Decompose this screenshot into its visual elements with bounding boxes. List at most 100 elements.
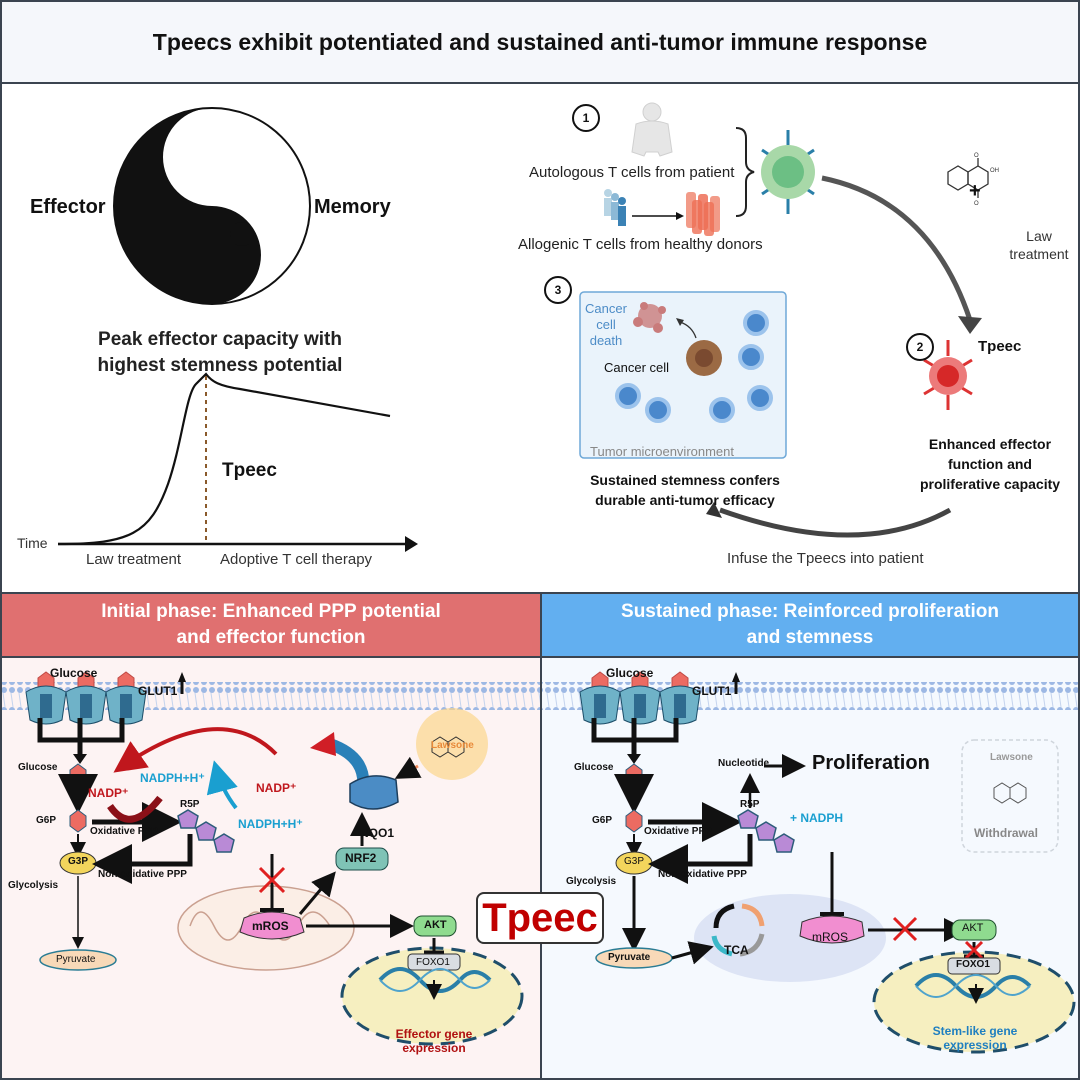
glucose-hexagon-left <box>69 763 87 785</box>
dead-cancer-cell-icon <box>633 302 666 333</box>
foxo1-node-right <box>947 957 1001 975</box>
merge-bracket <box>735 127 755 217</box>
glucose-top-label-right: Glucose <box>606 666 654 680</box>
curve-title-line2: highest stemness potential <box>97 355 343 376</box>
lawsone-label-right: Lawsone <box>990 752 1033 763</box>
curve-peak-label: Tpeec <box>222 460 277 481</box>
akt-node-right <box>951 919 997 941</box>
t-cell-group <box>615 310 773 423</box>
foxo1-label-left: FOXO1 <box>416 957 450 968</box>
pyruvate-label-left: Pyruvate <box>56 954 96 965</box>
lawsone-molecule-right <box>993 782 1027 804</box>
step2-title: Tpeec <box>978 338 1022 355</box>
initial-header-line2: and effector function <box>176 627 366 648</box>
cancer-cell-icon <box>686 340 722 376</box>
lawsone-label-left: Lawsone <box>431 740 474 751</box>
step-2-badge: 2 <box>906 333 934 361</box>
nadp-label-left: NADP⁺ <box>88 786 129 800</box>
t-cell-culture-icon <box>686 192 720 236</box>
mros-label-right: mROS <box>812 930 848 944</box>
effector-gene-line2: expression <box>402 1041 466 1055</box>
akt-node-left <box>413 915 457 937</box>
nadp-return-arrow <box>113 727 278 773</box>
effector-curve <box>57 372 418 552</box>
step2-desc-line1: Enhanced effector <box>928 436 1052 452</box>
law-label-line2: treatment <box>1009 246 1069 262</box>
g6p-hexagon-right <box>625 809 643 833</box>
law-label-line1: Law <box>1026 228 1052 244</box>
healthy-donors-icon <box>604 189 684 226</box>
step3-desc-line2: durable anti-tumor efficacy <box>595 492 775 508</box>
stem-gene-line1: Stem-like gene <box>932 1024 1018 1038</box>
step3-description: Sustained stemness confers durable anti-… <box>570 470 800 510</box>
g6p-label-right: G6P <box>592 815 613 826</box>
step2-desc-line2: function and <box>948 456 1032 472</box>
nadph-label-right: + NADPH <box>790 811 844 825</box>
glut1-label-right: GLUT1 <box>692 684 732 698</box>
proliferation-label: Proliferation <box>812 752 930 774</box>
sustained-phase-header: Sustained phase: Reinforced proliferatio… <box>542 594 1078 658</box>
non-oxidative-ppp-arrow-left <box>92 834 193 884</box>
nadph-label-right-side: NADPH+H⁺ <box>238 817 303 831</box>
mros-node-left <box>239 911 305 940</box>
step-1-badge: 1 <box>572 104 600 132</box>
infuse-label: Infuse the Tpeecs into patient <box>727 550 924 567</box>
oxidative-ppp-label-right: Oxidative PPP <box>644 826 712 837</box>
pyruvate-label-right: Pyruvate <box>608 952 651 963</box>
effector-label: Effector <box>30 196 106 218</box>
svg-text:O: O <box>974 201 979 207</box>
death-line1: Cancer <box>585 301 627 316</box>
capacity-curve <box>57 372 391 546</box>
memory-label: Memory <box>314 196 391 218</box>
lawsone-molecule-icon: O O OH <box>947 153 999 207</box>
akt-label-left: AKT <box>424 919 447 931</box>
stem-gene-line2: expression <box>943 1038 1007 1052</box>
initial-phase-header: Initial phase: Enhanced PPP potential an… <box>2 594 540 658</box>
cancer-cell-label: Cancer cell <box>604 360 670 375</box>
glucose-label-right: Glucose <box>574 762 614 773</box>
step2-desc-line3: proliferative capacity <box>919 476 1061 492</box>
step2-description: Enhanced effector function and prolifera… <box>905 434 1075 494</box>
autologous-label: Autologous T cells from patient <box>529 164 735 181</box>
akt-label-right: AKT <box>962 922 984 934</box>
glucose-uptake-arrows-left <box>37 718 125 756</box>
sustained-header-line2: and stemness <box>746 627 874 648</box>
workflow-graphics: O O OH <box>579 102 999 538</box>
glucose-top-label-left: Glucose <box>50 666 98 680</box>
stem-like-gene-expression: Stem-like gene expression <box>920 1024 1030 1052</box>
glucose-hexagon-right <box>625 763 643 785</box>
glut1-transporters-right <box>579 671 701 725</box>
curve-title-line1: Peak effector capacity with <box>98 329 342 350</box>
step-3-badge: 3 <box>544 276 572 304</box>
time-axis-arrowhead <box>405 536 418 552</box>
glut1-label-left: GLUT1 <box>138 684 178 698</box>
tca-label: TCA <box>724 943 749 957</box>
law-treatment-phase-label: Law treatment <box>86 551 182 568</box>
pathway-graphics <box>2 671 1078 1054</box>
lawsone-withdrawal-box <box>961 739 1059 853</box>
cancer-cell-death-label: Cancer cell death <box>581 301 631 349</box>
effector-gene-line1: Effector gene <box>395 1027 473 1041</box>
death-line3: death <box>589 333 623 348</box>
law-treatment-arrow <box>821 175 973 321</box>
g3p-label-left: G3P <box>68 856 89 867</box>
blocked-x-icon-akt <box>964 940 984 960</box>
nadp-label-right-side: NADP⁺ <box>256 781 297 795</box>
glut1-transporters-left <box>25 671 147 725</box>
title-bar <box>0 0 1080 84</box>
figure-title: Tpeecs exhibit potentiated and sustained… <box>152 28 928 55</box>
nrf2-label: NRF2 <box>345 851 377 865</box>
adoptive-therapy-phase-label: Adoptive T cell therapy <box>220 551 373 568</box>
yin-yang-icon <box>113 107 311 305</box>
tca-cycle-icon <box>711 903 765 957</box>
pyruvate-node-left <box>39 949 117 971</box>
g3p-label-right: G3P <box>624 856 645 867</box>
glucose-uptake-arrows-right <box>591 718 679 756</box>
glucose-label-left: Glucose <box>18 762 58 773</box>
time-axis-label: Time <box>17 535 48 551</box>
nrf2-node <box>335 847 389 871</box>
tme-label: Tumor microenvironment <box>590 444 735 459</box>
allogenic-label: Allogenic T cells from healthy donors <box>518 236 763 253</box>
glut1-up-arrow-right <box>732 672 740 682</box>
mros-node-right <box>799 915 865 944</box>
